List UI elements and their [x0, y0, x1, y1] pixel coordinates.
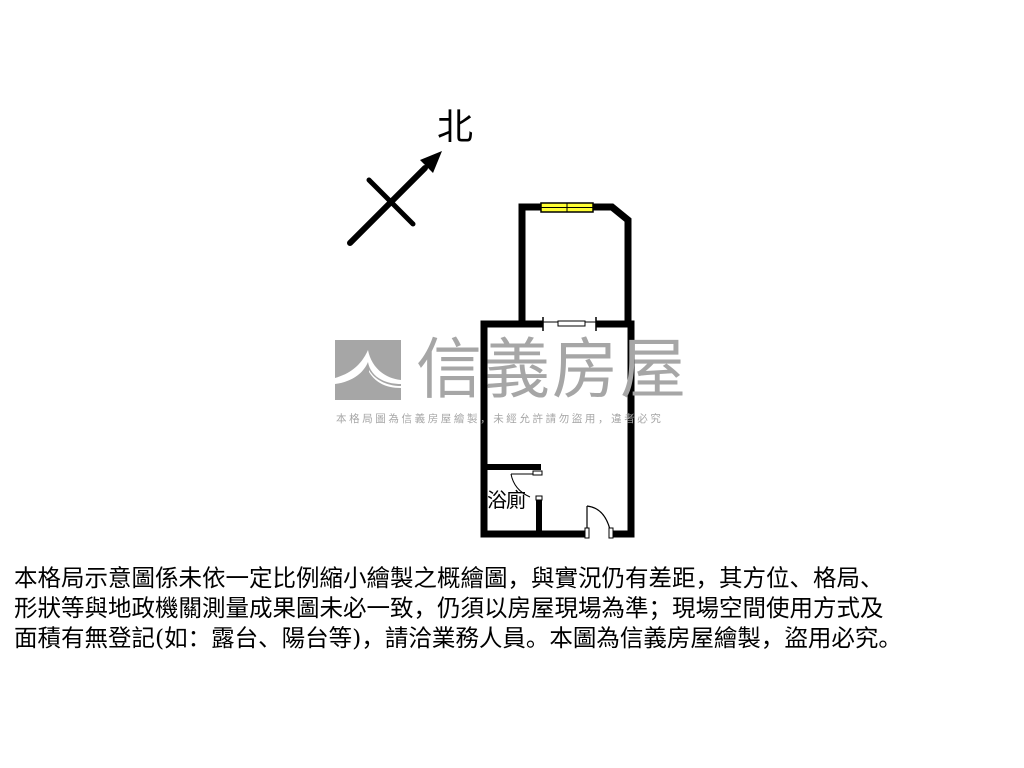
floor-plan [347, 151, 635, 539]
disclaimer-line: 本格局示意圖係未依一定比例縮小繪製之概繪圖，與實況仍有差距，其方位、格局、 [14, 564, 884, 592]
disclaimer-line: 形狀等與地政機關測量成果圖未必一致，仍須以房屋現場為準；現場空間使用方式及 [14, 594, 884, 622]
disclaimer-line: 面積有無登記(如：露台、陽台等)，請洽業務人員。本圖為信義房屋繪製，盜用必究。 [14, 624, 902, 652]
main-room-walls [480, 320, 635, 538]
watermark-notice: 本格局圖為信義房屋繪製，未經允許請勿盜用，違者必究 [336, 413, 664, 425]
room-label-bathroom: 浴廁 [487, 488, 526, 512]
sliding-door-icon [542, 317, 597, 331]
north-arrow-icon [347, 151, 442, 246]
bathroom-walls [484, 464, 542, 534]
disclaimer-text: 本格局示意圖係未依一定比例縮小繪製之概繪圖，與實況仍有差距，其方位、格局、 形狀… [14, 563, 1014, 653]
sinyi-logo-icon [335, 340, 401, 400]
entry-door-icon [584, 505, 614, 539]
watermark-brand: 信義房屋 [416, 331, 688, 408]
bathroom-door-icon [510, 470, 543, 501]
balcony-walls [518, 203, 632, 326]
window-icon [540, 202, 594, 213]
compass-north-label: 北 [437, 107, 474, 148]
